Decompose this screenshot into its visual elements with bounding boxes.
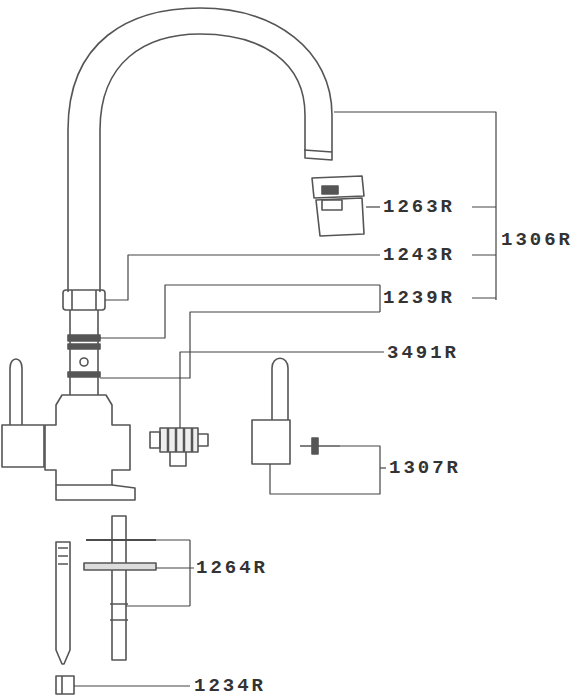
callout-number: 1306R: [500, 229, 574, 251]
callout-number: 1234R: [193, 675, 267, 697]
callout-number: 1264R: [195, 557, 269, 579]
callout-number: 1243R: [382, 244, 456, 266]
callout-number: 1307R: [388, 457, 462, 479]
callout-number: 1239R: [382, 287, 456, 309]
callout-number: 3491R: [386, 342, 460, 364]
callout-number: 1263R: [382, 196, 456, 218]
